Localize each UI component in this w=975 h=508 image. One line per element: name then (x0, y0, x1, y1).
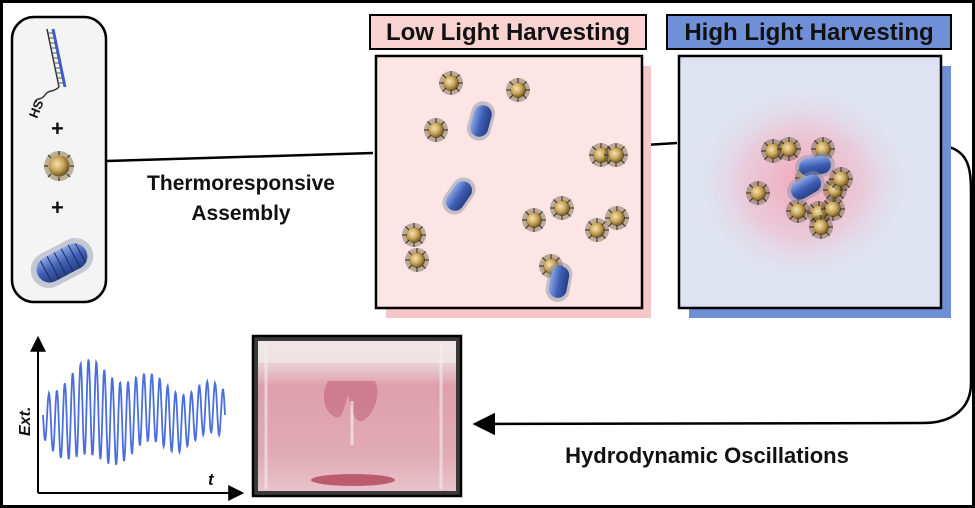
nanoparticle-icon (777, 137, 801, 161)
plus-sign-1: + (51, 116, 64, 141)
gold-nanorod-icon (30, 237, 94, 289)
nanorod-icon (795, 152, 835, 180)
nanorod-icon (442, 177, 476, 215)
nanoparticle-icon (585, 218, 609, 242)
nanoparticle-icon (809, 215, 833, 239)
high-light-panel: High Light Harvesting (666, 14, 952, 318)
nanorod-icon (466, 101, 496, 141)
high-particles (746, 137, 853, 239)
cuvette-sediment (311, 474, 395, 486)
x-axis-label: t (208, 470, 215, 489)
cuvette-photo (251, 334, 463, 498)
nanoparticle-icon (522, 208, 546, 232)
dna-linker-icon (34, 28, 67, 103)
nanoparticle-icon (550, 196, 574, 220)
components-panel: HS + + (10, 15, 108, 304)
nanoparticle-icon (605, 206, 629, 230)
nanoparticle-icon (439, 71, 463, 95)
nanorod-icon (787, 171, 825, 203)
nanoparticle-icon (405, 248, 429, 272)
nanoparticle-icon (506, 78, 530, 102)
low-light-panel: Low Light Harvesting (369, 14, 651, 318)
low-particles (402, 71, 629, 302)
assembly-label-line2: Assembly (191, 202, 291, 225)
nanoparticle-icon (604, 143, 628, 167)
high-title: High Light Harvesting (684, 19, 933, 46)
nanoparticle-icon (589, 143, 613, 167)
nanoparticle-icon (821, 197, 845, 221)
nanoparticle-icon (424, 118, 448, 142)
oscillation-arrow (472, 143, 972, 436)
assembly-connector-line (105, 151, 374, 163)
oscillation-label: Hydrodynamic Oscillations (565, 443, 849, 468)
thiol-label: HS (26, 97, 47, 120)
high-title-box (666, 14, 952, 50)
schematic-canvas: HS + + Thermoresponsive (10, 14, 972, 501)
y-axis-label: Ext. (17, 407, 34, 436)
cuvette-top (258, 341, 456, 363)
nanoparticle-icon (786, 199, 810, 223)
plus-sign-2: + (51, 195, 64, 220)
low-title-box (369, 14, 647, 50)
nanoparticle-icon (746, 181, 770, 205)
nanoparticle-icon (402, 223, 426, 247)
extinction-trace-plot: Ext. t (17, 335, 245, 501)
gold-nanoparticle-icon (44, 151, 74, 181)
nanorod-icon (545, 262, 573, 302)
nanoparticle-icon (761, 139, 785, 163)
trace-line (42, 358, 226, 466)
nanoparticle-icon (829, 167, 853, 191)
assembly-label-line1: Thermoresponsive (147, 172, 335, 195)
low-title: Low Light Harvesting (386, 19, 630, 46)
